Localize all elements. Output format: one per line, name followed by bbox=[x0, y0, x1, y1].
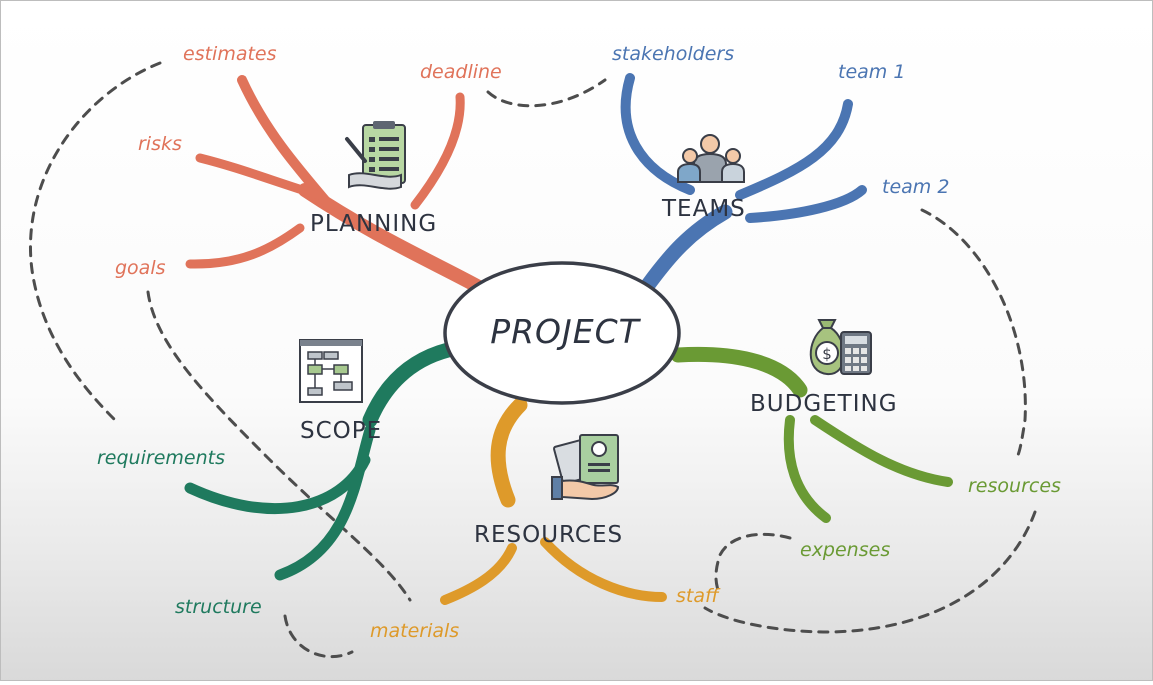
flowchart-board-icon bbox=[299, 339, 363, 403]
planning-branches bbox=[185, 75, 495, 299]
hand-document-icon bbox=[551, 434, 620, 501]
connector-team2-resources bbox=[920, 208, 1027, 457]
branch-scope-main bbox=[362, 342, 456, 428]
leaf-goals: goals bbox=[115, 257, 166, 279]
connector-expenses-loop bbox=[714, 532, 792, 592]
resources-branches bbox=[440, 397, 667, 605]
connector-goals-materials bbox=[146, 290, 412, 602]
category-scope-label: SCOPE bbox=[300, 418, 382, 444]
branch-goals bbox=[185, 223, 305, 269]
leaf-structure: structure bbox=[175, 596, 262, 618]
leaf-deadline: deadline bbox=[420, 61, 502, 83]
connector-deadline-stakeholders bbox=[486, 78, 607, 108]
leaf-requirements: requirements bbox=[97, 447, 225, 469]
branch-deadline bbox=[410, 92, 465, 210]
leaf-estimates: estimates bbox=[183, 43, 277, 65]
leaf-team-2: team 2 bbox=[882, 176, 949, 198]
budgeting-branches bbox=[670, 346, 953, 523]
branch-expenses bbox=[783, 415, 831, 523]
branch-resources-budget bbox=[810, 415, 953, 487]
branch-materials bbox=[440, 543, 517, 605]
center-label: PROJECT bbox=[490, 312, 641, 351]
branch-structure bbox=[274, 424, 376, 581]
money-bag-calculator-icon: $ bbox=[809, 319, 872, 376]
branch-teams-main bbox=[640, 204, 733, 293]
checklist-clipboard-icon bbox=[345, 121, 406, 190]
leaf-stakeholders: stakeholders bbox=[612, 43, 734, 65]
leaf-expenses: expenses bbox=[800, 539, 890, 561]
leaf-staff: staff bbox=[676, 585, 721, 607]
branch-risks bbox=[195, 153, 323, 200]
svg-text:$: $ bbox=[822, 345, 832, 363]
branch-resources-main bbox=[490, 397, 528, 508]
branch-team2 bbox=[745, 185, 867, 223]
leaf-team-1: team 1 bbox=[838, 61, 905, 83]
teams-branches bbox=[620, 73, 867, 293]
category-resources-label: RESOURCES bbox=[474, 522, 623, 548]
connector-structure-materials bbox=[283, 614, 354, 659]
center-node: PROJECT bbox=[443, 261, 681, 405]
leaf-budget-resources: resources bbox=[968, 475, 1061, 497]
leaf-materials: materials bbox=[370, 620, 459, 642]
branch-stakeholders bbox=[620, 73, 695, 195]
branch-budgeting-main bbox=[670, 346, 808, 398]
connector-resources-staff bbox=[703, 510, 1037, 634]
people-group-icon bbox=[677, 134, 745, 183]
leaf-risks: risks bbox=[138, 133, 182, 155]
branch-team1 bbox=[735, 99, 853, 200]
category-budgeting-label: BUDGETING bbox=[750, 391, 898, 417]
center-ellipse bbox=[443, 261, 681, 405]
branch-staff bbox=[540, 537, 667, 602]
connector-estimates-requirements bbox=[29, 61, 162, 422]
dashed-connectors bbox=[29, 61, 1037, 659]
category-planning-label: PLANNING bbox=[310, 211, 437, 237]
category-teams-label: TEAMS bbox=[661, 196, 746, 222]
scope-branches bbox=[184, 342, 456, 581]
